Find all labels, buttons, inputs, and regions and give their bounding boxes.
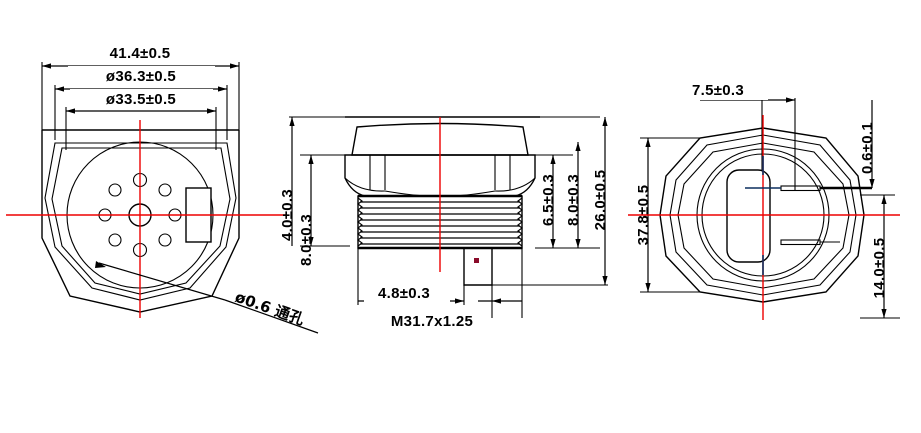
dimension-head-height: 8.0±0.3: [298, 155, 350, 266]
thread-spec-callout: M31.7x1.25: [391, 248, 523, 330]
dim-label-slot-width: 7.5±0.3: [692, 82, 744, 99]
dim-label-terminal-length: 14.0±0.5: [871, 238, 888, 299]
dim-label-head-height: 8.0±0.3: [298, 214, 315, 266]
dim-label-pin-offset: 4.8±0.3: [378, 285, 430, 302]
dimension-slot-width: 7.5±0.3: [668, 82, 796, 190]
pin-hole: [108, 233, 122, 247]
front-octagon-ring-3: [51, 147, 231, 295]
dim-label-total-length: 26.0±0.5: [592, 170, 609, 231]
dim-label-thread-engage: 6.5±0.3: [540, 174, 557, 226]
dim-label-body-height: 8.0±0.3: [565, 174, 582, 226]
pin-hole: [108, 183, 122, 197]
dim-label-terminal-thickness: 0.6±0.1: [859, 122, 876, 174]
dim-label-diameter-inner: ø33.5±0.5: [106, 91, 176, 108]
dim-label-width-overall: 41.4±0.5: [110, 45, 171, 62]
dimension-total-length: 26.0±0.5: [492, 117, 609, 286]
pin-hole: [158, 233, 172, 247]
dimension-body-height: 8.0±0.3: [540, 116, 600, 248]
front-octagon-ring-2: [44, 142, 237, 301]
dimension-thread-engage: 6.5±0.3: [535, 154, 600, 249]
pin-hole: [158, 183, 172, 197]
dimension-diameter-inner: ø33.5±0.5: [65, 89, 217, 150]
front-view: 41.4±0.5 ø36.3±0.5 ø33.5±0.5: [6, 44, 319, 334]
rear-view: 7.5±0.3 0.6±0.1 37.8±0.5 14.0±0.5: [628, 82, 900, 320]
side-cap: [351, 122, 529, 156]
rear-slot: [726, 169, 771, 263]
side-terminal-pin: [463, 248, 493, 286]
dimension-terminal-thickness: 0.6±0.1: [859, 100, 895, 196]
dimension-pin-offset: 4.8±0.3: [357, 248, 465, 305]
dim-label-diameter-outer: ø36.3±0.5: [106, 68, 176, 85]
side-section-view: 4.0±0.3 8.0±0.3: [279, 116, 609, 330]
dim-label-cap-height: 4.0±0.3: [279, 189, 296, 241]
thread-spec-label: M31.7x1.25: [391, 313, 473, 330]
terminal-marker: [474, 258, 479, 263]
dimension-cap-height: 4.0±0.3: [279, 116, 345, 246]
